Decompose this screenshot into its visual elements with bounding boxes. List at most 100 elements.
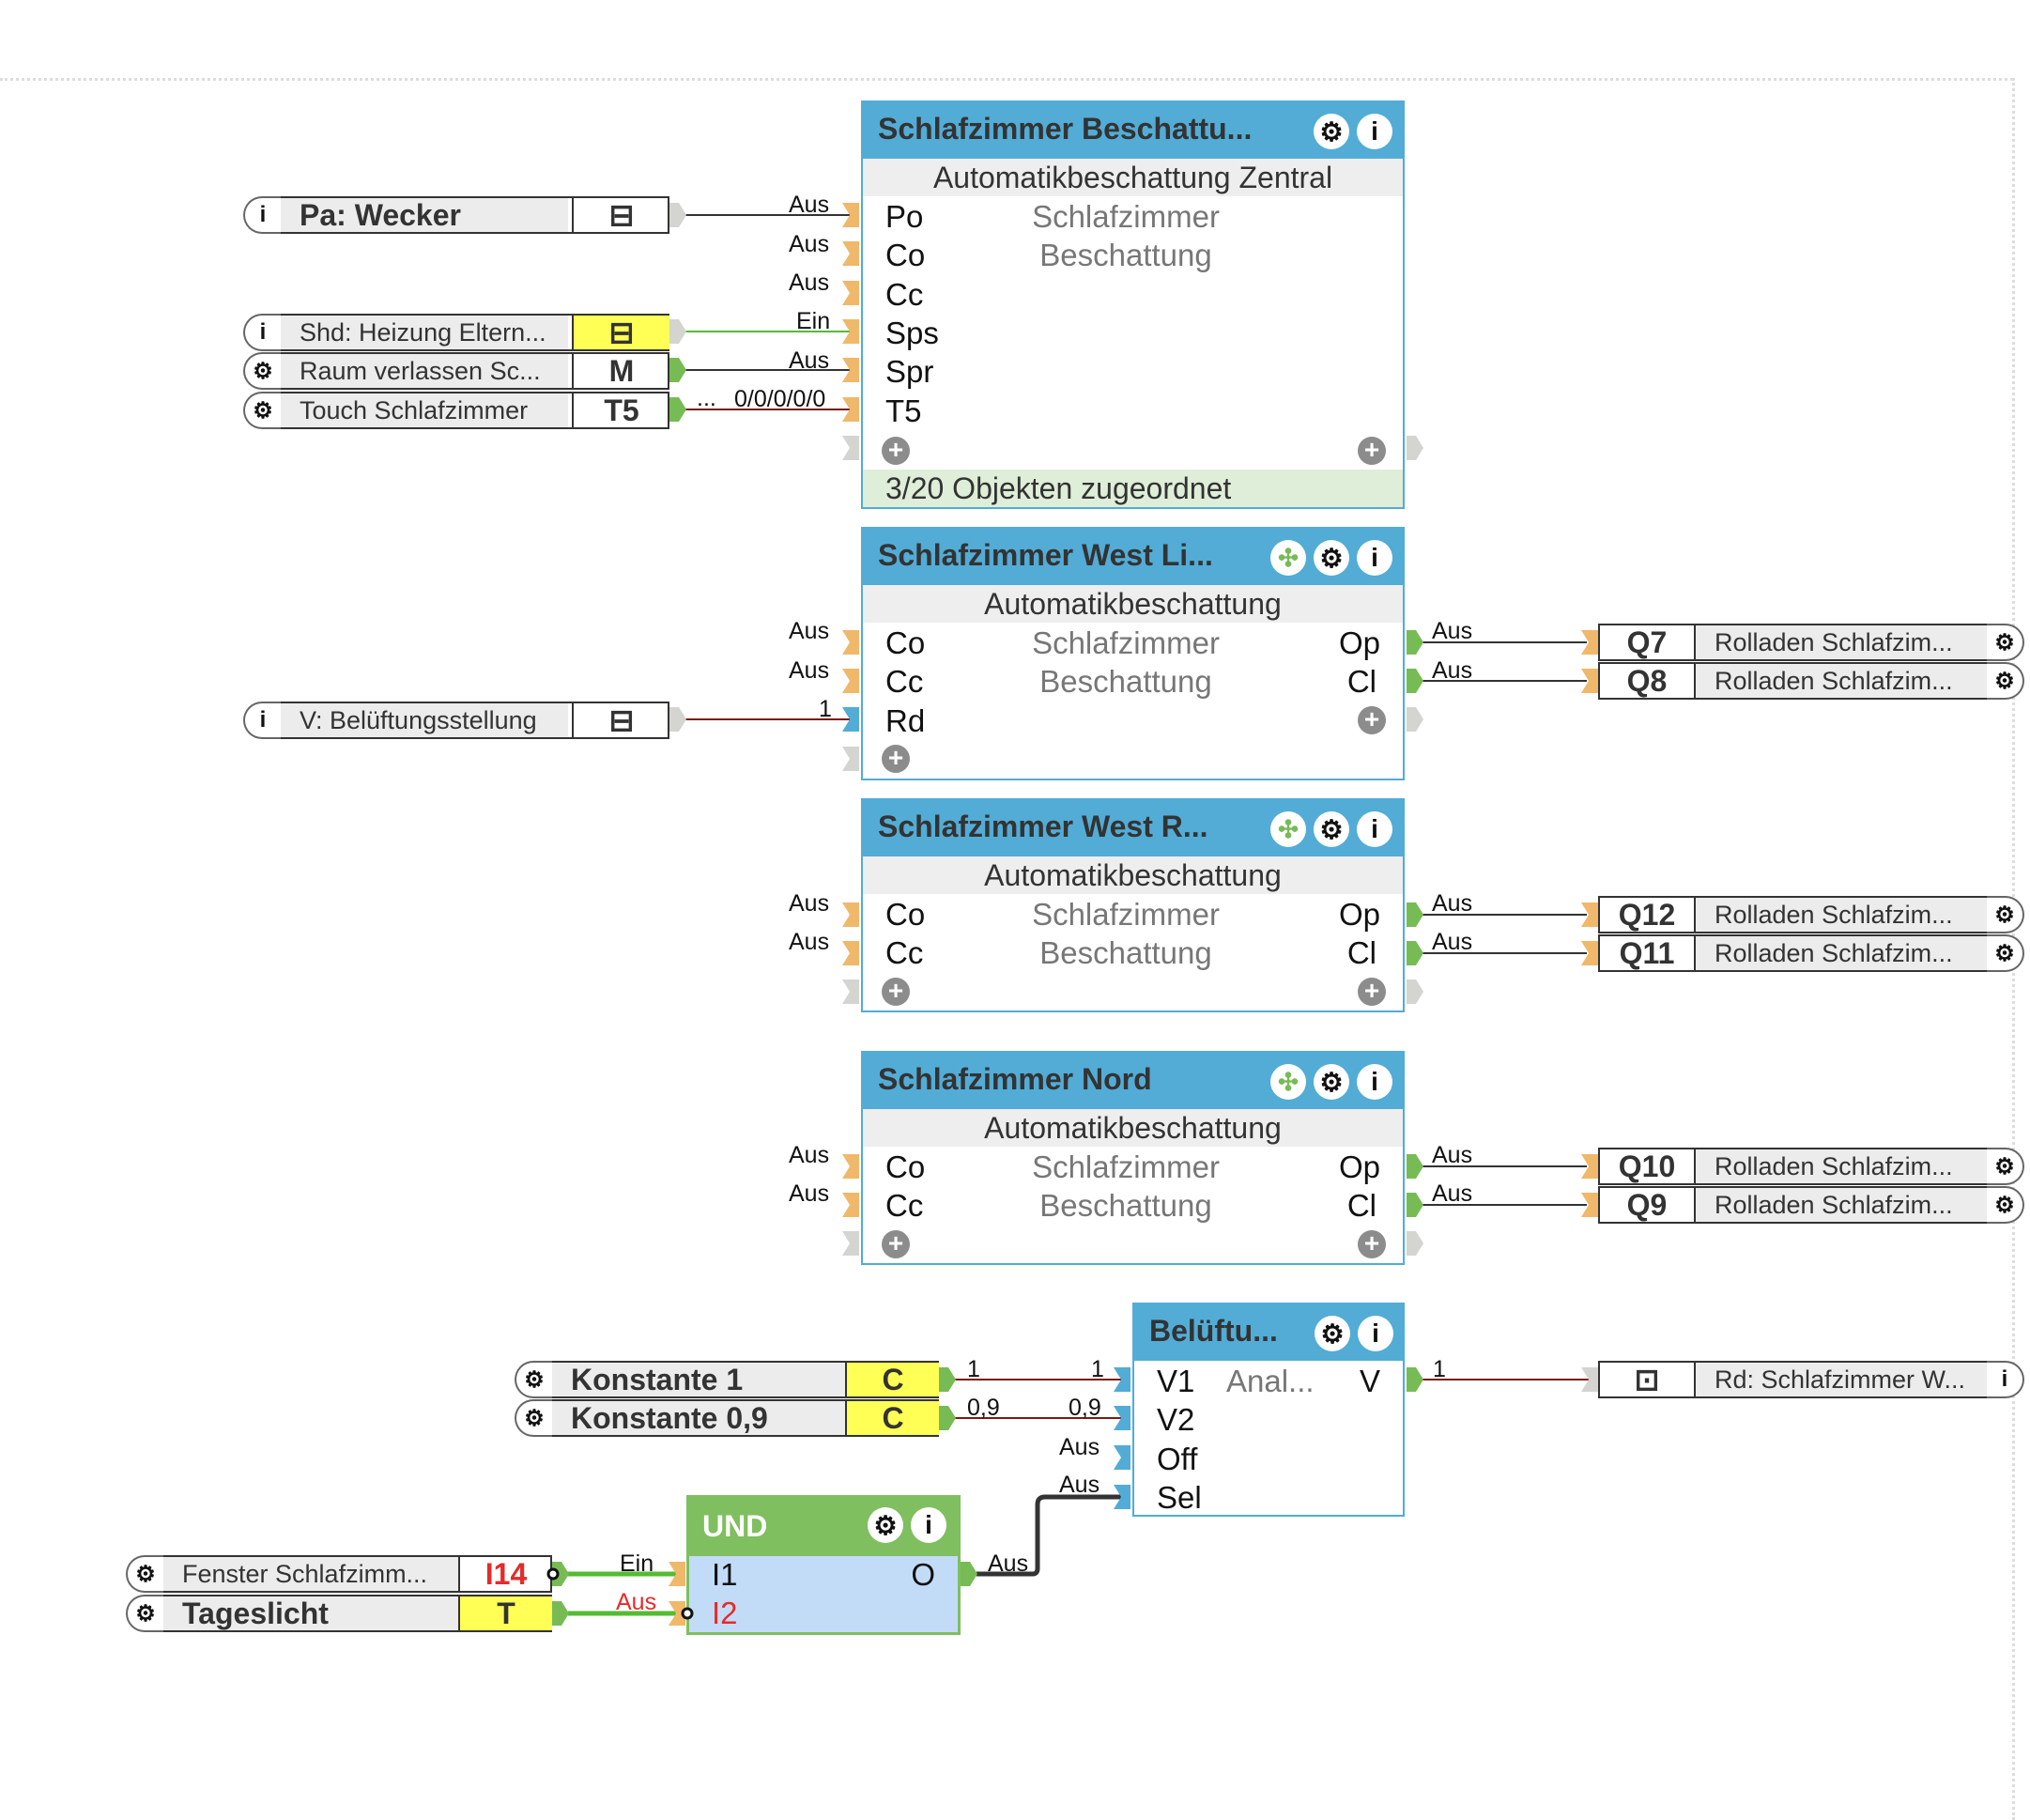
input-node-pa-wecker[interactable]: i Pa: Wecker ⊟ <box>243 196 669 234</box>
info-icon[interactable]: i <box>1357 114 1392 149</box>
output-connector[interactable] <box>1407 941 1423 965</box>
output-node-q9[interactable]: Q9 Rolladen Schlafzim... ⚙ <box>1598 1186 2024 1224</box>
input-connector[interactable] <box>1581 630 1598 655</box>
logic-block-nord[interactable]: Schlafzimmer Nord ✣ ⚙ i Automatikbeschat… <box>861 1051 1405 1265</box>
output-connector[interactable] <box>669 358 686 382</box>
input-port-off[interactable]: Off <box>1157 1442 1198 1476</box>
output-port-op[interactable]: Op <box>1338 625 1380 660</box>
input-connector[interactable] <box>1114 1445 1130 1470</box>
input-connector[interactable] <box>842 1193 859 1217</box>
input-connector[interactable] <box>1581 669 1598 693</box>
info-icon[interactable]: i <box>1357 1064 1392 1100</box>
input-connector[interactable] <box>1581 1154 1598 1179</box>
output-connector[interactable] <box>1407 630 1423 655</box>
input-port-v2[interactable]: V2 <box>1157 1402 1195 1437</box>
input-node-konstante-1[interactable]: ⚙ Konstante 1 C <box>515 1361 939 1398</box>
output-port-op[interactable]: Op <box>1338 1149 1380 1184</box>
block-header[interactable]: Schlafzimmer West Li... ✣ ⚙ i <box>863 529 1403 585</box>
input-node-fenster-schlafzimmer[interactable]: ⚙ Fenster Schlafzimm... I14 <box>126 1555 552 1593</box>
output-node-rd-schlafzimmer[interactable]: ⊡ Rd: Schlafzimmer W... i <box>1598 1361 2024 1398</box>
gear-icon[interactable]: ⚙ <box>1314 540 1349 576</box>
info-icon[interactable]: i <box>911 1507 946 1543</box>
input-port-i1[interactable]: I1 <box>712 1557 738 1592</box>
gear-icon[interactable]: ⚙ <box>126 1595 163 1632</box>
output-connector[interactable] <box>939 1367 956 1392</box>
output-node-q7[interactable]: Q7 Rolladen Schlafzim... ⚙ <box>1598 624 2024 661</box>
block-header[interactable]: UND ⚙ i <box>689 1498 958 1554</box>
block-header[interactable]: Schlafzimmer West R... ✣ ⚙ i <box>863 800 1403 856</box>
gear-icon[interactable]: ⚙ <box>243 392 281 429</box>
output-port-o[interactable]: O <box>911 1557 935 1592</box>
input-connector[interactable] <box>669 1601 685 1626</box>
input-port-v1[interactable]: V1 <box>1157 1364 1195 1398</box>
add-input-button[interactable]: + <box>882 437 910 465</box>
input-connector[interactable] <box>1581 902 1598 927</box>
info-icon[interactable]: i <box>243 702 281 739</box>
add-input-button[interactable]: + <box>882 1230 910 1258</box>
gear-icon[interactable]: ⚙ <box>1987 896 2024 933</box>
input-connector[interactable] <box>842 669 859 693</box>
input-connector[interactable] <box>842 358 859 382</box>
info-icon[interactable]: i <box>243 196 281 234</box>
input-node-tageslicht[interactable]: ⚙ Tageslicht T <box>126 1595 552 1632</box>
input-port-t5[interactable]: T5 <box>885 393 922 428</box>
input-port-rd[interactable]: Rd <box>885 703 926 738</box>
output-node-q8[interactable]: Q8 Rolladen Schlafzim... ⚙ <box>1598 662 2024 700</box>
output-connector[interactable] <box>1407 707 1423 732</box>
output-node-q11[interactable]: Q11 Rolladen Schlafzim... ⚙ <box>1598 934 2024 972</box>
output-connector[interactable] <box>1407 979 1423 1004</box>
input-connector[interactable] <box>842 281 859 305</box>
output-connector[interactable] <box>1407 1154 1423 1179</box>
gear-icon[interactable]: ⚙ <box>868 1507 903 1543</box>
input-node-shd-heizung[interactable]: i Shd: Heizung Eltern... ⊟ <box>243 314 669 351</box>
logic-block-beluftung[interactable]: Belüftu... ⚙ i V1 V2 Off Sel Anal... V <box>1132 1303 1405 1517</box>
logic-block-und[interactable]: UND ⚙ i I1 I2 O <box>686 1495 961 1635</box>
wire[interactable] <box>977 1494 1122 1577</box>
info-icon[interactable]: i <box>1357 811 1392 847</box>
input-connector[interactable] <box>1581 1367 1598 1392</box>
output-connector[interactable] <box>669 397 686 422</box>
input-connector[interactable] <box>1114 1406 1130 1430</box>
logic-block-beschattung-zentral[interactable]: Schlafzimmer Beschattu... ⚙ i Automatikb… <box>861 100 1405 509</box>
block-header[interactable]: Schlafzimmer Nord ✣ ⚙ i <box>863 1053 1403 1109</box>
input-port-co[interactable]: Co <box>885 897 926 932</box>
output-port-cl[interactable]: Cl <box>1346 935 1376 970</box>
output-connector[interactable] <box>1407 1193 1423 1217</box>
output-connector[interactable] <box>1407 669 1423 693</box>
input-connector[interactable] <box>842 902 859 927</box>
input-port-co[interactable]: Co <box>885 1149 926 1184</box>
output-connector[interactable] <box>552 1562 569 1586</box>
input-connector[interactable] <box>842 941 859 965</box>
output-connector[interactable] <box>669 319 686 344</box>
input-node-touch-schlafzimmer[interactable]: ⚙ Touch Schlafzimmer T5 <box>243 392 669 429</box>
output-port-op[interactable]: Op <box>1338 897 1380 932</box>
input-port-sps[interactable]: Sps <box>885 316 939 350</box>
gear-icon[interactable]: ⚙ <box>1987 662 2024 700</box>
logic-block-west-links[interactable]: Schlafzimmer West Li... ✣ ⚙ i Automatikb… <box>861 527 1405 780</box>
add-output-button[interactable]: + <box>1358 978 1386 1006</box>
add-output-button[interactable]: + <box>1358 706 1386 734</box>
logic-block-west-rechts[interactable]: Schlafzimmer West R... ✣ ⚙ i Automatikbe… <box>861 798 1405 1012</box>
gear-icon[interactable]: ⚙ <box>1315 1316 1350 1351</box>
input-connector[interactable] <box>842 397 859 422</box>
input-connector[interactable] <box>842 436 859 460</box>
output-port-cl[interactable]: Cl <box>1346 1188 1376 1223</box>
input-port-sel[interactable]: Sel <box>1157 1480 1202 1515</box>
input-connector[interactable] <box>1581 1193 1598 1217</box>
input-node-raum-verlassen[interactable]: ⚙ Raum verlassen Sc... M <box>243 352 669 390</box>
input-connector[interactable] <box>1581 941 1598 965</box>
info-icon[interactable]: i <box>1987 1361 2024 1398</box>
input-node-beluftungsstellung[interactable]: i V: Belüftungsstellung ⊟ <box>243 702 669 739</box>
add-output-button[interactable]: + <box>1358 1230 1386 1258</box>
output-connector[interactable] <box>1407 902 1423 927</box>
gear-icon[interactable]: ⚙ <box>1987 934 2024 972</box>
gear-icon[interactable]: ⚙ <box>1314 811 1349 847</box>
input-connector[interactable] <box>842 707 859 732</box>
input-connector[interactable] <box>842 630 859 655</box>
output-connector[interactable] <box>1407 1367 1423 1392</box>
input-connector[interactable] <box>842 241 859 266</box>
input-port-cc[interactable]: Cc <box>885 935 924 970</box>
output-connector[interactable] <box>552 1601 569 1626</box>
add-output-button[interactable]: + <box>1358 437 1386 465</box>
output-port-v[interactable]: V <box>1359 1364 1380 1398</box>
